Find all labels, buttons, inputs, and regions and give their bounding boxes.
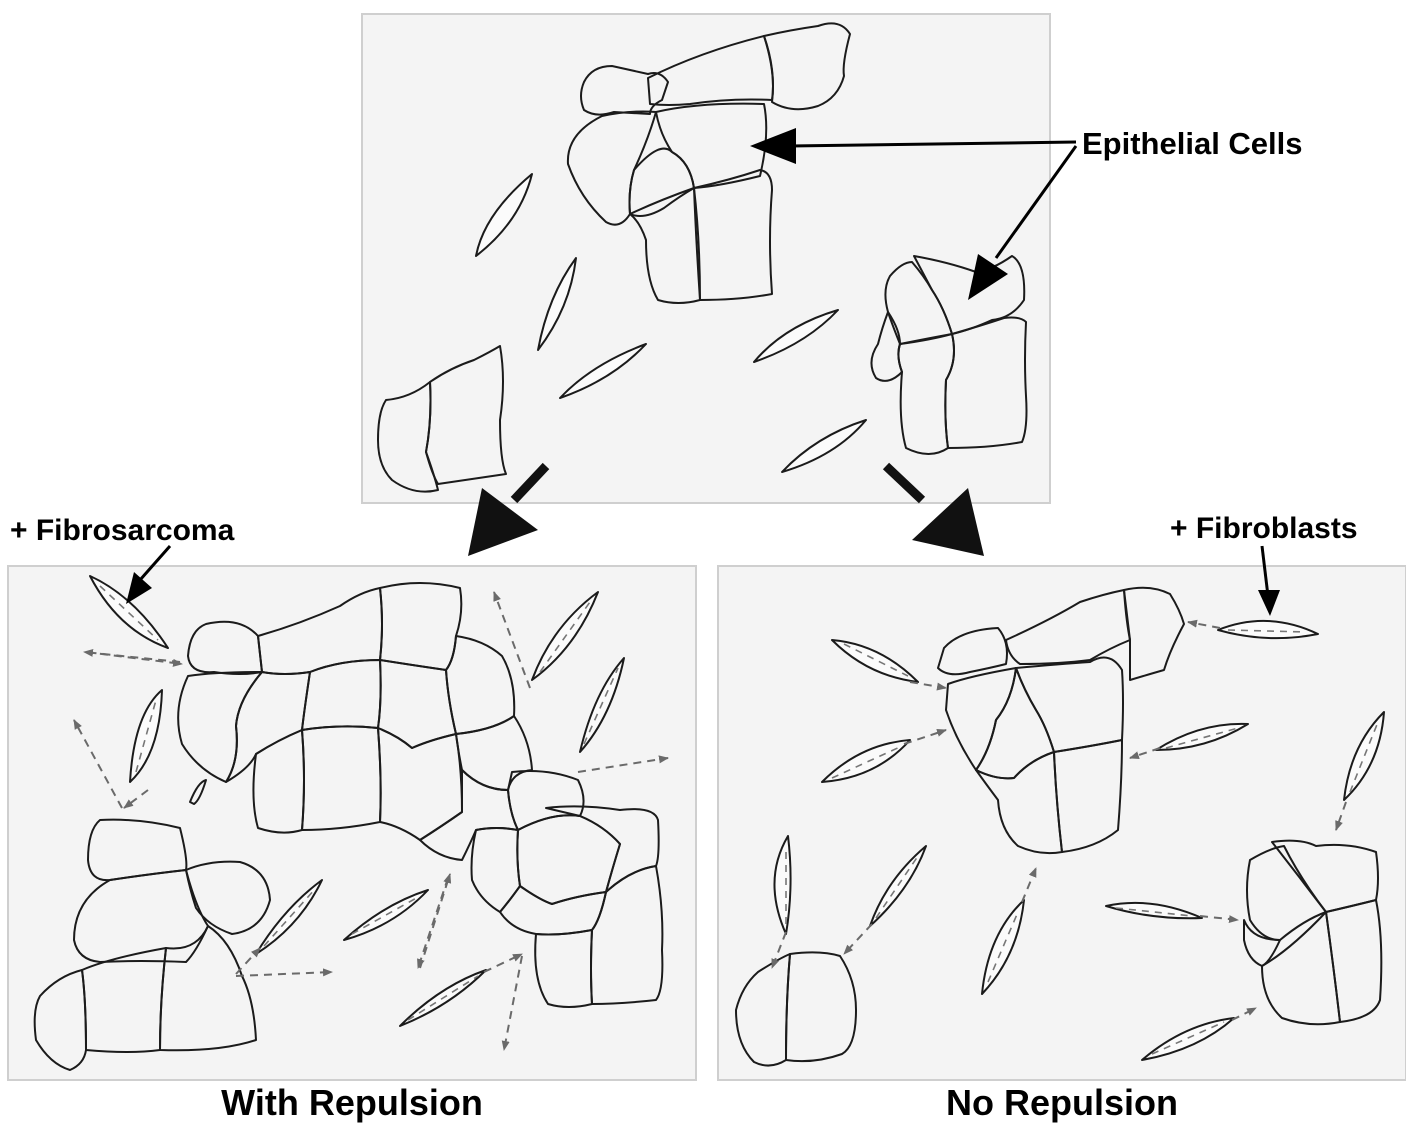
fibroblasts-label: + Fibroblasts <box>1170 512 1358 545</box>
no-repulsion-caption: No Repulsion <box>946 1082 1178 1123</box>
fibrosarcoma-label: + Fibrosarcoma <box>10 514 235 547</box>
top-panel <box>362 14 1076 503</box>
with-repulsion-caption: With Repulsion <box>221 1082 483 1123</box>
with-repulsion-panel <box>8 546 696 1080</box>
no-repulsion-panel <box>718 546 1406 1080</box>
epithelial-cells-label: Epithelial Cells <box>1082 126 1303 161</box>
